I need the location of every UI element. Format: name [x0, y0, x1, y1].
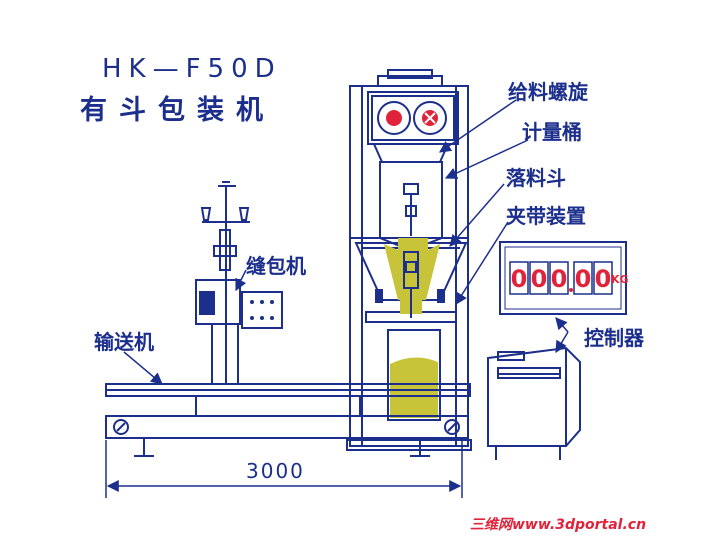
- label-feed-screw: 给料螺旋: [508, 80, 588, 104]
- display-unit: KG: [611, 273, 629, 286]
- digit-char: 0: [575, 265, 592, 293]
- model-title: HK—F50D: [102, 54, 282, 84]
- machine-name: 有斗包装机: [80, 95, 275, 126]
- watermark: 三维网www.3dportal.cn: [470, 517, 647, 533]
- dimension-line: [105, 440, 463, 498]
- sewing-machine: [195, 181, 283, 385]
- label-weigh-bucket: 计量桶: [522, 120, 582, 144]
- digit-cell: [573, 261, 593, 295]
- material-fill: [384, 238, 440, 418]
- digit-cell: [509, 261, 529, 295]
- digit-cell: [549, 261, 569, 295]
- controller-cabinet: [487, 346, 581, 460]
- discharge-spout: [403, 251, 419, 318]
- label-sewing-machine: 缝包机: [246, 254, 306, 278]
- leader-lines: [123, 99, 569, 385]
- digit-char: 0: [551, 265, 568, 293]
- sewing-panel-buttons: [250, 300, 274, 320]
- decimal-point: [569, 288, 573, 292]
- digit-char: 0: [531, 265, 548, 293]
- label-bag-clamp: 夹带装置: [506, 204, 586, 228]
- digit-cell: [593, 261, 613, 295]
- dimension-value: 3000: [246, 459, 305, 483]
- conveyor: [105, 383, 471, 457]
- digit-char: 0: [511, 265, 528, 293]
- feed-screw: [377, 101, 447, 135]
- label-conveyor: 输送机: [94, 330, 154, 354]
- label-drop-hopper: 落料斗: [506, 166, 566, 190]
- digit-cell: [529, 261, 549, 295]
- dosing-screw: [403, 183, 419, 236]
- digit-char: 0: [595, 265, 612, 293]
- label-controller: 控制器: [584, 326, 644, 350]
- bag: [387, 329, 441, 421]
